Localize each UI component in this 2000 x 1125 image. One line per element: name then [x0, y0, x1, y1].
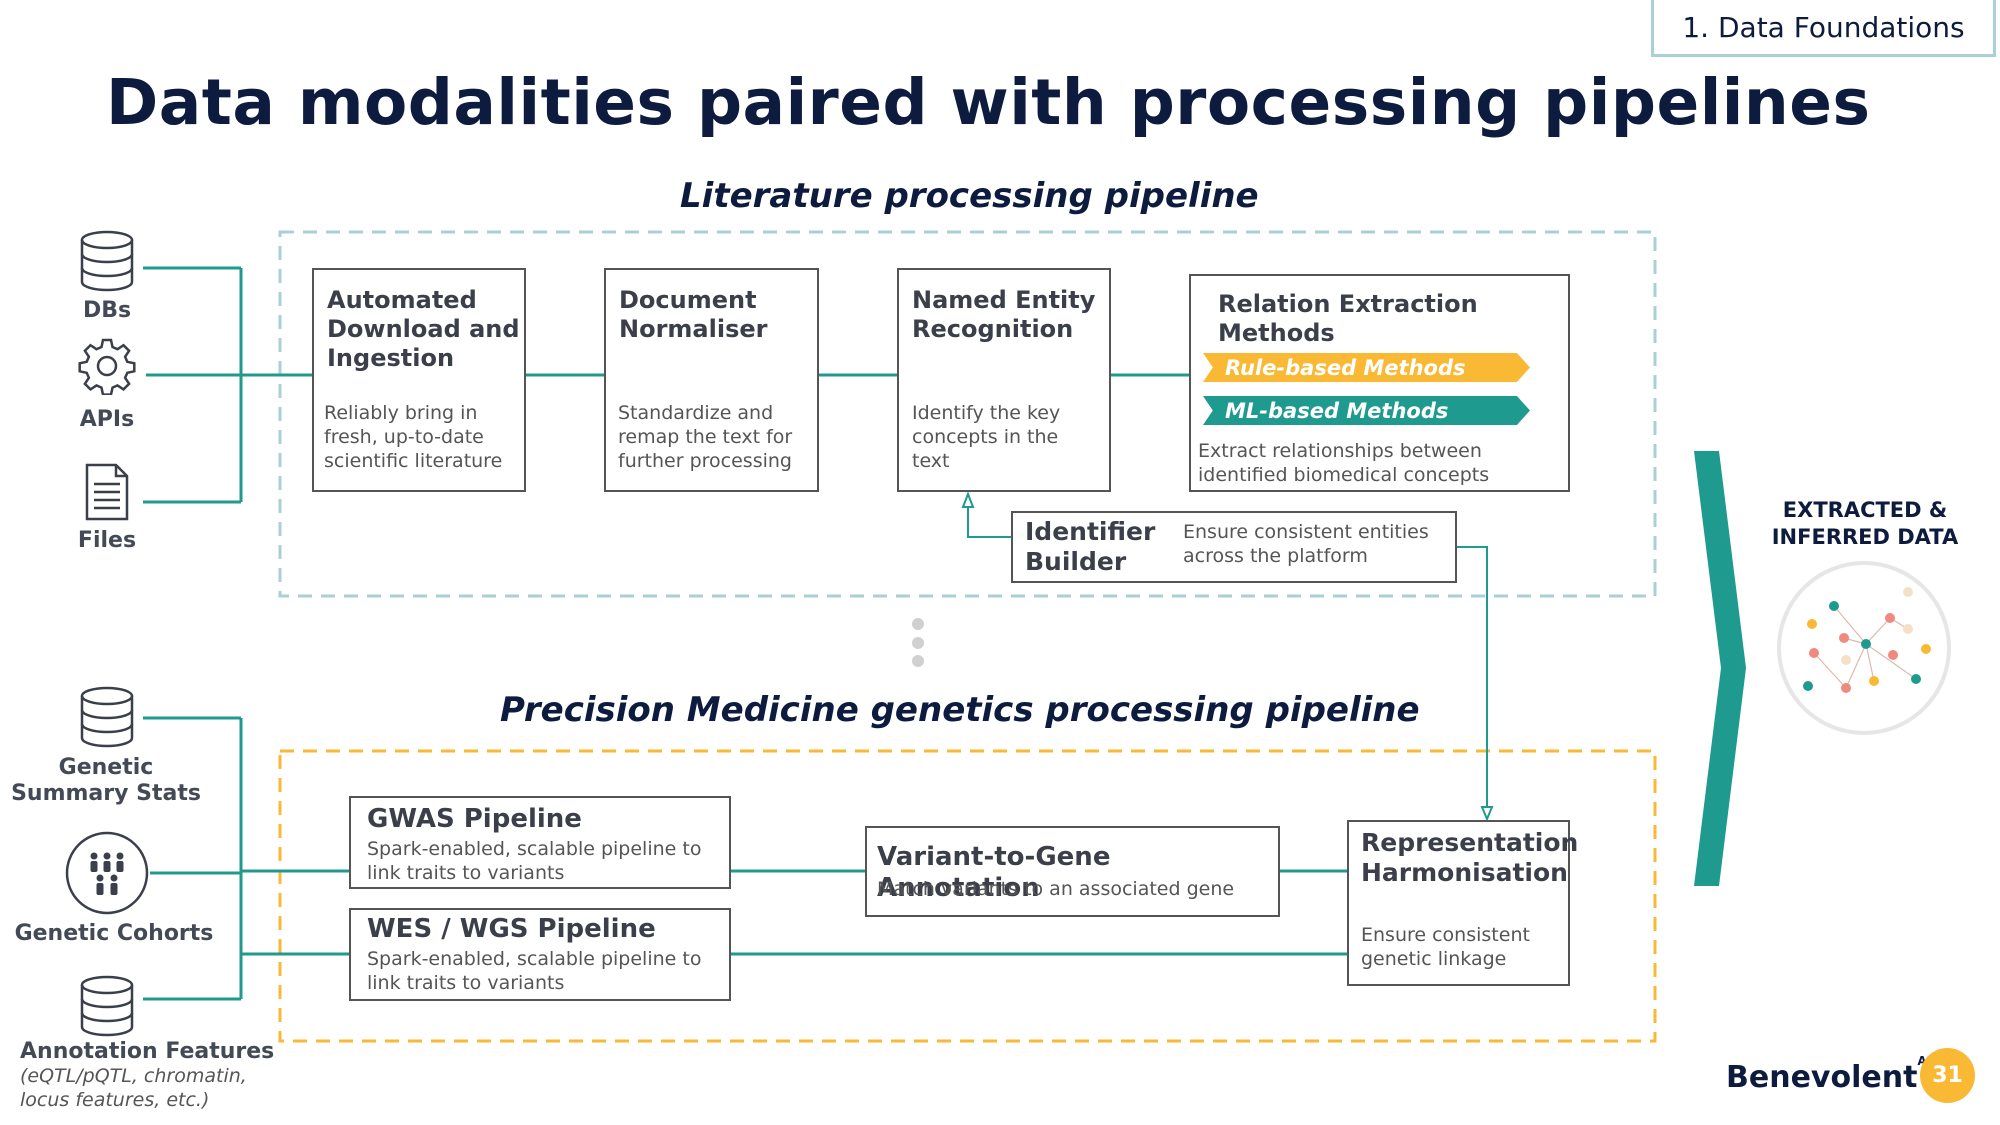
- people-group-icon: [65, 831, 149, 915]
- source-summary-stats-label: Genetic Summary Stats: [11, 755, 201, 807]
- step-desc: Match variants to an associated gene: [877, 878, 1235, 900]
- step-desc: Spark-enabled, scalable pipeline to link…: [367, 838, 702, 884]
- file-icon: [85, 463, 129, 521]
- source-dbs-label: DBs: [82, 298, 132, 323]
- output-label: EXTRACTED & INFERRED DATA: [1771, 498, 1959, 550]
- step-named-entity-recognition: Named Entity Recognition Identify the ke…: [897, 268, 1111, 492]
- section-tag: 1. Data Foundations: [1651, 0, 1996, 57]
- ellipsis-dot: [912, 637, 924, 649]
- brand-logo: BenevolentAI: [1726, 1054, 1931, 1095]
- annotation-features-note: (eQTL/pQTL, chromatin, locus features, e…: [20, 1065, 247, 1111]
- identifier-builder-box: Identifier Builder Ensure consistent ent…: [1011, 511, 1457, 583]
- identifier-connector: [967, 498, 1488, 815]
- database-icon: [80, 686, 134, 748]
- step-desc: Reliably bring in fresh, up-to-date scie…: [324, 402, 503, 472]
- knowledge-graph-icon: [1777, 561, 1951, 735]
- genetics-pipeline-title: Precision Medicine genetics processing p…: [500, 690, 1420, 730]
- genetics-source-connector: [143, 716, 1347, 1001]
- ellipsis-dot: [912, 655, 924, 667]
- step-representation-harmonisation: Representation Harmonisation Ensure cons…: [1347, 820, 1579, 986]
- database-icon: [80, 230, 134, 292]
- step-title: Named Entity Recognition: [912, 286, 1096, 343]
- step-desc: Extract relationships between identified…: [1198, 440, 1490, 486]
- step-title: Automated Download and Ingestion: [327, 286, 520, 372]
- identifier-desc: Ensure consistent entities across the pl…: [1183, 521, 1429, 567]
- step-document-normaliser: Document Normaliser Standardize and rema…: [604, 268, 819, 492]
- genetics-pipeline-frame: [278, 749, 1657, 1043]
- step-title: Document Normaliser: [619, 286, 768, 343]
- step-title: GWAS Pipeline: [367, 804, 582, 834]
- rule-based-methods-tag: Rule-based Methods: [1203, 353, 1530, 382]
- brand-name: Benevolent: [1726, 1060, 1918, 1095]
- step-desc: Spark-enabled, scalable pipeline to link…: [367, 948, 702, 994]
- step-title: Variant-to-Gene Annotation: [877, 842, 1111, 904]
- database-icon: [80, 975, 134, 1037]
- output-chevron: [1694, 451, 1746, 886]
- ml-based-methods-tag: ML-based Methods: [1203, 396, 1530, 425]
- step-desc: Identify the key concepts in the text: [912, 402, 1061, 472]
- literature-pipeline-frame: [278, 230, 1657, 598]
- page-number: 31: [1920, 1048, 1975, 1103]
- step-desc: Ensure consistent genetic linkage: [1361, 924, 1530, 970]
- source-genetic-cohorts-label: Genetic Cohorts: [14, 921, 214, 946]
- step-title: Representation Harmonisation: [1361, 828, 1579, 887]
- source-annotation-features-label: Annotation Features: [20, 1039, 275, 1064]
- source-apis-label: APIs: [79, 407, 135, 432]
- step-title: Relation Extraction Methods: [1218, 290, 1478, 347]
- step-title: WES / WGS Pipeline: [367, 914, 656, 944]
- step-gwas-pipeline: GWAS Pipeline Spark-enabled, scalable pi…: [349, 796, 731, 889]
- gear-icon: [78, 338, 136, 395]
- ellipsis-dot: [912, 618, 924, 630]
- source-files-label: Files: [77, 528, 137, 553]
- step-desc: Standardize and remap the text for furth…: [618, 402, 793, 472]
- arrowhead-ner: [961, 491, 975, 508]
- step-relation-extraction: Relation Extraction Methods Rule-based M…: [1189, 274, 1570, 492]
- step-wes-wgs-pipeline: WES / WGS Pipeline Spark-enabled, scalab…: [349, 908, 731, 1001]
- slide-title: Data modalities paired with processing p…: [106, 66, 1871, 139]
- identifier-title: Identifier Builder: [1025, 517, 1156, 576]
- arrowhead-harmonisation: [1480, 806, 1494, 822]
- literature-source-connector: [143, 266, 1189, 504]
- literature-pipeline-title: Literature processing pipeline: [680, 176, 1259, 216]
- step-automated-download: Automated Download and Ingestion Reliabl…: [312, 268, 526, 492]
- step-variant-to-gene: Variant-to-Gene Annotation Match variant…: [865, 826, 1280, 917]
